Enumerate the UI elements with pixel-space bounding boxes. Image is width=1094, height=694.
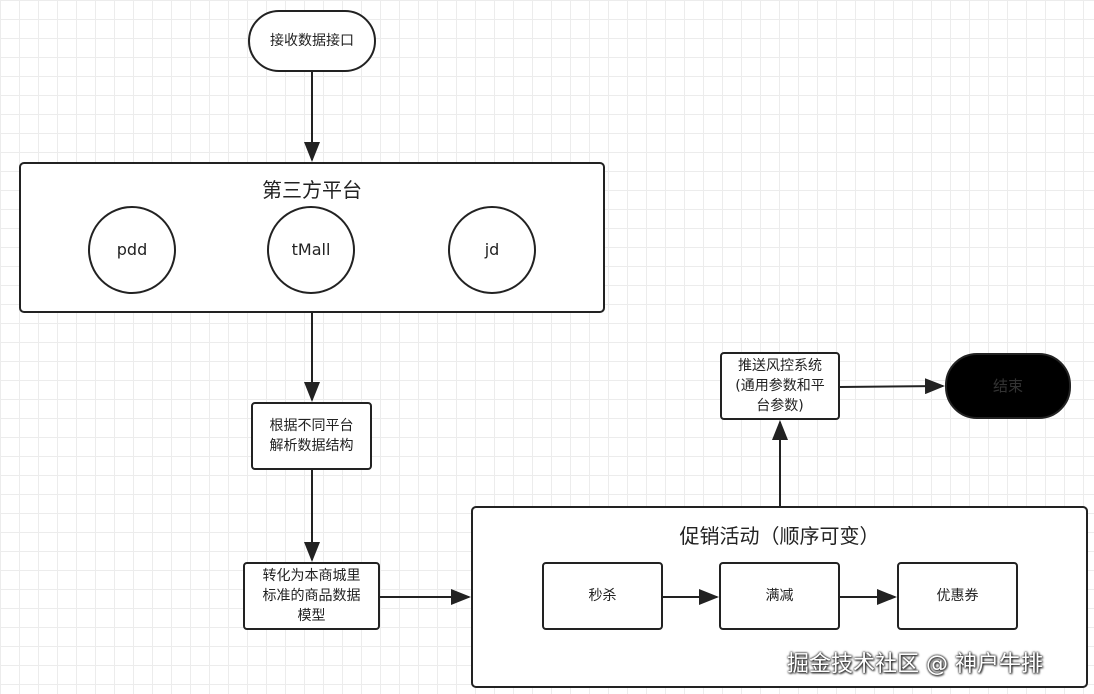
platform-pdd[interactable]: pdd [88, 206, 176, 294]
step-discount[interactable]: 满减 [719, 562, 840, 630]
step-label: 满减 [765, 588, 794, 604]
start-node[interactable]: 接收数据接口 [248, 10, 376, 72]
step-label: 秒杀 [588, 588, 617, 604]
convert-label: 转化为本商城里标准的商品数据模型 [262, 568, 361, 624]
end-node[interactable]: 结束 [945, 353, 1071, 419]
platform-label: jd [484, 240, 500, 259]
platform-jd[interactable]: jd [448, 206, 536, 294]
platform-label: tMall [291, 240, 331, 259]
risk-label: 推送风控系统(通用参数和平台参数) [735, 358, 825, 414]
convert-node[interactable]: 转化为本商城里标准的商品数据模型 [243, 562, 380, 630]
start-label: 接收数据接口 [270, 33, 354, 49]
step-label: 优惠券 [936, 588, 979, 604]
step-coupon[interactable]: 优惠券 [897, 562, 1018, 630]
parse-node[interactable]: 根据不同平台解析数据结构 [251, 402, 372, 470]
parse-label: 根据不同平台解析数据结构 [269, 418, 354, 454]
arrow-risk-to-end [839, 378, 945, 395]
end-label: 结束 [992, 377, 1023, 395]
platform-label: pdd [116, 240, 148, 259]
step-seckill[interactable]: 秒杀 [542, 562, 663, 630]
risk-node[interactable]: 推送风控系统(通用参数和平台参数) [720, 352, 840, 420]
platform-tmall[interactable]: tMall [267, 206, 355, 294]
watermark: 掘金技术社区 @ 神户牛排 [787, 652, 1043, 677]
promo-group-title: 促销活动（顺序可变） [679, 524, 880, 548]
platform-group-title: 第三方平台 [262, 178, 362, 202]
